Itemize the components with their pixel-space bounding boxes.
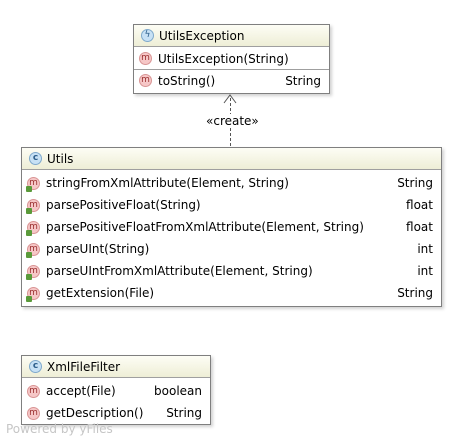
member-name: parseUIntFromXmlAttribute(Element, Strin… bbox=[46, 264, 313, 278]
method-row[interactable]: m getDescription() String bbox=[22, 402, 210, 424]
class-header: ϟ UtilsException bbox=[134, 25, 329, 47]
method-icon: m bbox=[27, 384, 40, 398]
member-type: boolean bbox=[154, 384, 202, 398]
static-method-icon: m bbox=[26, 286, 40, 302]
class-utils[interactable]: c Utils m stringFromXmlAttribute(Element… bbox=[21, 147, 442, 307]
static-method-icon: m bbox=[26, 242, 40, 258]
member-type: int bbox=[417, 264, 433, 278]
method-row[interactable]: m accept(File) boolean bbox=[22, 380, 210, 402]
method-row[interactable]: m parsePositiveFloat(String) float bbox=[22, 194, 441, 216]
static-method-icon: m bbox=[26, 198, 40, 214]
method-icon: m bbox=[27, 406, 40, 420]
class-icon: c bbox=[29, 152, 42, 165]
exception-class-icon: ϟ bbox=[141, 29, 154, 42]
member-name: toString() bbox=[158, 73, 216, 88]
member-name: parsePositiveFloat(String) bbox=[46, 198, 201, 212]
method-row[interactable]: m getExtension(File) String bbox=[22, 282, 441, 304]
class-xml-file-filter[interactable]: c XmlFileFilter m accept(File) boolean m… bbox=[21, 355, 211, 425]
class-header: c XmlFileFilter bbox=[22, 356, 210, 378]
class-title: UtilsException bbox=[159, 28, 245, 43]
static-method-icon: m bbox=[26, 264, 40, 280]
class-title: Utils bbox=[47, 151, 74, 166]
member-name: getDescription() bbox=[46, 406, 144, 420]
yfiles-watermark: Powered by yFiles bbox=[6, 422, 113, 436]
class-header: c Utils bbox=[22, 148, 441, 170]
member-name: parsePositiveFloatFromXmlAttribute(Eleme… bbox=[46, 220, 364, 234]
static-method-icon: m bbox=[26, 220, 40, 236]
member-name: getExtension(File) bbox=[46, 286, 155, 300]
member-name: accept(File) bbox=[46, 384, 116, 398]
method-row[interactable]: m parseUIntFromXmlAttribute(Element, Str… bbox=[22, 260, 441, 282]
member-name: stringFromXmlAttribute(Element, String) bbox=[46, 176, 289, 190]
member-type: String bbox=[166, 406, 202, 420]
section-divider bbox=[134, 69, 329, 70]
member-type: int bbox=[417, 242, 433, 256]
method-icon: m bbox=[139, 52, 152, 65]
constructor-row[interactable]: m UtilsException(String) bbox=[134, 48, 329, 69]
member-type: String bbox=[397, 176, 433, 190]
class-icon: c bbox=[29, 360, 42, 373]
static-method-icon: m bbox=[26, 176, 40, 192]
class-utils-exception[interactable]: ϟ UtilsException m UtilsException(String… bbox=[133, 24, 330, 94]
method-row[interactable]: m toString() String bbox=[134, 70, 329, 91]
member-name: parseUInt(String) bbox=[46, 242, 150, 256]
method-icon: m bbox=[139, 74, 152, 87]
method-row[interactable]: m parseUInt(String) int bbox=[22, 238, 441, 260]
member-type: String bbox=[397, 286, 433, 300]
method-row[interactable]: m parsePositiveFloatFromXmlAttribute(Ele… bbox=[22, 216, 441, 238]
create-stereotype-label: «create» bbox=[205, 114, 260, 128]
open-arrowhead-icon bbox=[223, 94, 237, 104]
member-type: float bbox=[406, 198, 433, 212]
method-row[interactable]: m stringFromXmlAttribute(Element, String… bbox=[22, 172, 441, 194]
member-type: float bbox=[406, 220, 433, 234]
member-type: String bbox=[285, 73, 321, 88]
member-name: UtilsException(String) bbox=[158, 51, 289, 66]
class-title: XmlFileFilter bbox=[47, 359, 121, 374]
